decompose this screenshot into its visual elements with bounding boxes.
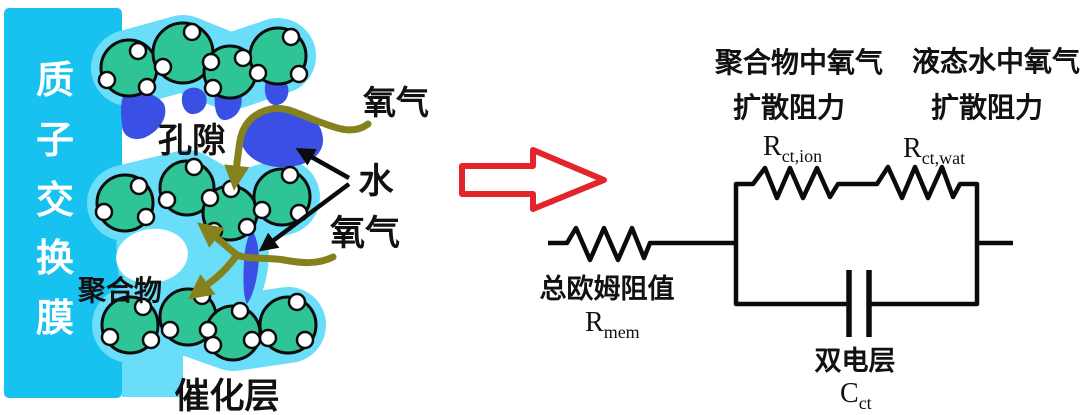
r-mem-base: R — [585, 307, 604, 338]
membrane-bar — [4, 8, 122, 398]
water-arrow-lower — [258, 182, 351, 252]
r-ct-ion-label: Rct,ion — [763, 131, 822, 166]
polymer-o2-label-line2: 扩散阻力 — [733, 92, 845, 123]
pt-dot — [157, 190, 177, 210]
pore-opening — [116, 228, 188, 284]
oxygen-path-arrows — [187, 104, 372, 300]
pt-dot — [233, 48, 253, 68]
r-ct-ion-sub: ct,ion — [782, 146, 823, 166]
pt-dot — [184, 157, 204, 177]
catalyst-layer-label: 催化层 — [174, 377, 279, 415]
pt-dot — [136, 207, 156, 227]
liquid-water-o2-label-line1: 液态水中氧气 — [912, 46, 1080, 77]
pt-dot — [97, 70, 117, 90]
equivalent-circuit — [548, 164, 1013, 337]
membrane-char-1: 质 — [36, 60, 74, 102]
oxygen-arrow-bottom-trunk — [233, 251, 337, 267]
water-sliver — [243, 229, 259, 304]
polymer-o2-label-line1: 聚合物中氧气 — [714, 46, 883, 78]
pt-dot — [133, 297, 153, 317]
pt-dot — [248, 63, 268, 83]
pt-dot — [242, 330, 262, 350]
c-ct-base: C — [840, 378, 859, 409]
oxygen-arrow-top — [224, 104, 372, 191]
liquid-water-o2-label-line2: 扩散阻力 — [931, 92, 1043, 123]
pt-dot — [182, 22, 202, 42]
double-layer-label: 双电层 — [815, 346, 896, 376]
pt-dot — [198, 320, 218, 340]
membrane-char-2: 子 — [36, 120, 74, 162]
pt-dot — [221, 179, 241, 199]
c-ct-label: Cct — [840, 378, 872, 413]
oxygen-arrow-branch-down — [187, 251, 241, 300]
pt-dot — [237, 217, 257, 237]
red-arrow — [459, 147, 607, 212]
r-ct-wat-label: Rct,wat — [903, 133, 965, 168]
parallel-loop-bottom — [733, 240, 1013, 307]
labels: 质 子 交 换 膜 孔隙 聚合物 催化层 氧气 水 氧气 聚合物中氧气 扩散阻力… — [36, 46, 1080, 415]
pt-dot — [137, 77, 157, 97]
pt-dot — [280, 165, 300, 185]
pt-dot — [153, 57, 173, 77]
water-blob — [121, 92, 166, 139]
pt-dot — [289, 64, 309, 84]
r-mem-sub: mem — [604, 322, 640, 342]
c-ct-sub: ct — [859, 393, 872, 413]
pt-dot — [295, 330, 315, 350]
ohmic-resistance-label: 总欧姆阻值 — [540, 274, 675, 304]
membrane-char-5: 膜 — [36, 298, 74, 340]
water-blob — [181, 87, 207, 115]
platinum-dots — [94, 22, 315, 355]
parallel-loop-top — [733, 164, 980, 243]
oxygen-bottom-label: 氧气 — [330, 214, 400, 253]
pt-dot — [203, 78, 223, 98]
pt-dot — [129, 176, 149, 196]
capacitor-plates — [846, 270, 872, 337]
pt-dot — [201, 52, 221, 72]
pore-label: 孔隙 — [158, 122, 226, 160]
oxygen-top-label: 氧气 — [363, 84, 429, 121]
r-ct-wat-sub: ct,wat — [922, 148, 965, 168]
pt-dot — [252, 200, 272, 220]
pt-dot — [258, 328, 278, 348]
r-mem-label: Rmem — [585, 307, 640, 342]
rmem-resistor — [548, 225, 736, 263]
r-ct-ion-base: R — [763, 131, 782, 162]
pt-dot — [287, 292, 307, 312]
pt-dot — [200, 188, 220, 208]
water-arrow-upper — [295, 148, 351, 180]
pt-dot — [230, 301, 250, 321]
pt-dot — [100, 327, 120, 347]
polymer-label: 聚合物 — [77, 274, 162, 306]
pt-dot — [141, 330, 161, 350]
pt-dot — [160, 320, 180, 340]
pt-dot — [94, 202, 114, 222]
membrane-char-4: 换 — [36, 238, 74, 280]
water-pointer-arrows — [258, 148, 351, 252]
membrane-char-3: 交 — [36, 179, 74, 222]
pt-dot — [203, 335, 223, 355]
r-ct-wat-base: R — [903, 133, 922, 164]
water-label: 水 — [358, 162, 394, 201]
pt-dot — [128, 41, 148, 61]
pt-dot — [281, 27, 301, 47]
